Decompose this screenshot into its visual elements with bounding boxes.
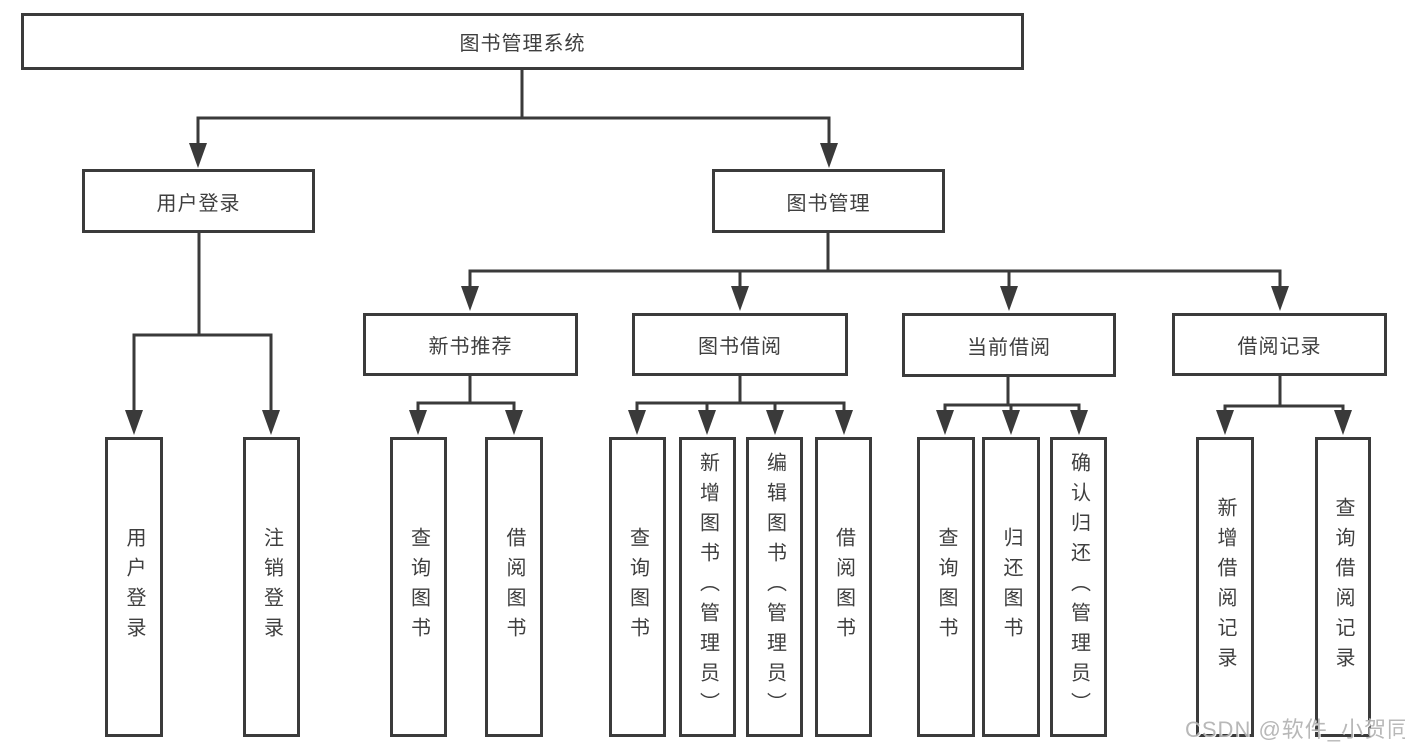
csdn-watermark: CSDN @软件_小贺同学 [1185,717,1405,742]
leaf-newrec-query-books: 查询图书 [390,437,447,737]
node-label: 用户登录 [156,192,241,215]
node-label: 用户登录 [123,527,145,647]
leaf-newrec-borrow-books: 借阅图书 [485,437,543,737]
leaf-user-login: 用户登录 [105,437,163,737]
node-label: 新书推荐 [428,336,513,358]
leaf-borrow-add-books-admin: 新增图书（管理员） [679,437,736,737]
node-label: 图书借阅 [698,336,782,358]
node-label: 图书管理系统 [459,33,586,55]
node-borrowing-records: 借阅记录 [1172,313,1387,376]
node-label: 借阅图书 [832,527,855,647]
leaf-current-confirm-return-admin: 确认归还（管理员） [1050,437,1107,737]
node-label: 编辑图书（管理员） [763,452,786,722]
leaf-borrow-edit-books-admin: 编辑图书（管理员） [746,437,803,737]
node-label: 查询图书 [407,527,430,647]
node-label: 新增图书（管理员） [696,452,719,722]
leaf-borrow-query-books: 查询图书 [609,437,666,737]
node-label: 借阅记录 [1237,336,1322,358]
node-user-login-branch: 用户登录 [82,169,315,233]
node-label: 查询借阅记录 [1332,497,1354,677]
node-label: 当前借阅 [967,336,1051,359]
leaf-records-query-borrow-record: 查询借阅记录 [1315,437,1371,737]
node-label: 注销登录 [260,527,283,647]
node-book-management-branch: 图书管理 [712,169,945,233]
node-book-borrowing: 图书借阅 [632,313,848,376]
node-current-borrowing: 当前借阅 [902,313,1116,377]
node-label: 新增借阅记录 [1214,497,1236,677]
node-label: 确认归还（管理员） [1067,452,1090,722]
leaf-borrow-borrow-books: 借阅图书 [815,437,872,737]
leaf-logout: 注销登录 [243,437,300,737]
leaf-records-add-borrow-record: 新增借阅记录 [1196,437,1254,737]
node-label: 归还图书 [1000,527,1022,647]
node-label: 查询图书 [935,527,957,647]
leaf-current-query-books: 查询图书 [917,437,975,737]
node-new-book-recommendation: 新书推荐 [363,313,578,376]
node-label: 图书管理 [786,192,871,215]
node-root-library-system: 图书管理系统 [21,13,1024,70]
node-label: 查询图书 [626,527,649,647]
node-label: 借阅图书 [503,527,525,647]
leaf-current-return-books: 归还图书 [982,437,1040,737]
